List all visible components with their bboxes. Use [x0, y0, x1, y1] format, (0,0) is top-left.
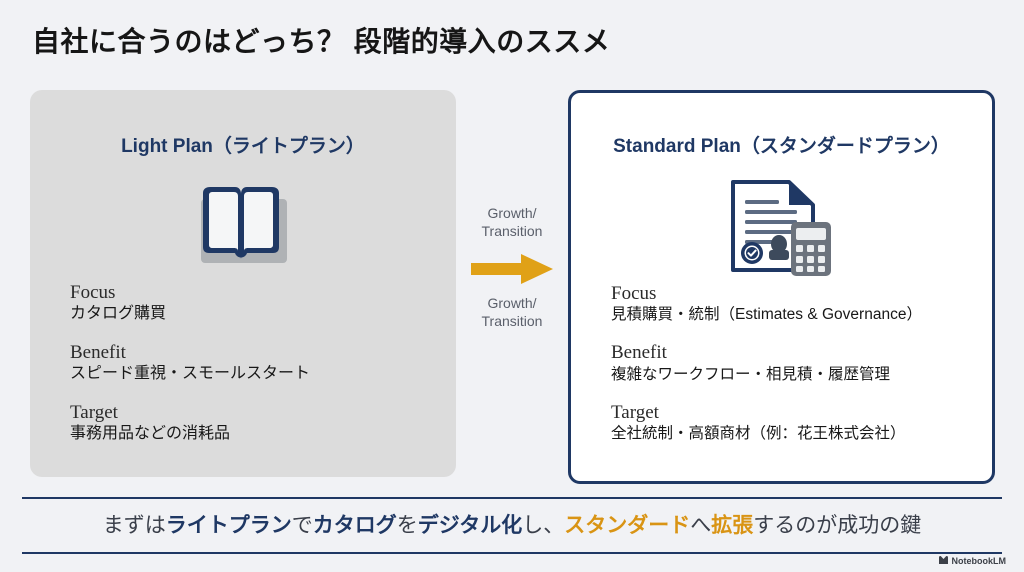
plan-card-standard-details: Focus 見積購買・統制（Estimates & Governance） Be… — [611, 283, 974, 444]
banner-segment-highlight: デジタル化 — [417, 514, 523, 537]
transition-label-bottom: Growth/ Transition — [481, 294, 543, 329]
watermark: NotebookLM — [938, 555, 1007, 567]
banner-divider-top — [22, 497, 1002, 499]
plan-card-light-details: Focus カタログ購買 Benefit スピード重視・スモールスタート Tar… — [70, 282, 438, 445]
detail-label: Focus — [611, 283, 657, 304]
plan-card-standard-title: Standard Plan（スタンダードプラン） — [613, 136, 950, 157]
document-calculator-icon — [571, 178, 992, 278]
detail-value: カタログ購買 — [70, 305, 167, 323]
detail-block: Target 全社統制・高額商材（例：花王株式会社） — [611, 402, 974, 444]
detail-block: Focus 見積購買・統制（Estimates & Governance） — [611, 283, 974, 325]
plan-card-standard[interactable]: Standard Plan（スタンダードプラン） — [568, 90, 995, 484]
banner-segment-highlight: ライトプラン — [165, 514, 292, 537]
plan-card-light[interactable]: Light Plan（ライトプラン） Focus カタログ購買 — [30, 90, 456, 477]
detail-block: Benefit 複雑なワークフロー・相見積・履歴管理 — [611, 342, 974, 384]
banner-segment: へ — [690, 514, 712, 537]
banner-segment: するのが成功の鍵 — [753, 514, 922, 537]
summary-banner: まずはライトプランでカタログをデジタル化し、スタンダードへ拡張するのが成功の鍵 — [0, 509, 1024, 539]
plan-card-light-title: Light Plan（ライトプラン） — [121, 136, 365, 157]
detail-label: Focus — [70, 282, 116, 303]
notebooklm-logo-icon — [938, 555, 949, 567]
detail-value: 事務用品などの消耗品 — [70, 425, 231, 443]
detail-label: Target — [70, 402, 118, 424]
banner-segment-highlight: スタンダード — [564, 514, 691, 537]
banner-segment: し、 — [522, 514, 565, 537]
detail-value: 全社統制・高額商材（例：花王株式会社） — [611, 425, 906, 443]
banner-segment-highlight: 拡張 — [711, 514, 754, 537]
detail-block: Focus カタログ購買 — [70, 282, 438, 325]
detail-block: Target 事務用品などの消耗品 — [70, 402, 438, 445]
banner-segment-highlight: カタログ — [312, 514, 397, 537]
page-title: 自社に合うのはどっち？ 段階的導入のススメ — [32, 26, 611, 57]
detail-value: 複雑なワークフロー・相見積・履歴管理 — [611, 365, 891, 383]
detail-value: スピード重視・スモールスタート — [70, 365, 311, 383]
detail-block: Benefit スピード重視・スモールスタート — [70, 342, 438, 385]
watermark-label: NotebookLM — [951, 556, 1007, 566]
arrow-right-icon — [456, 253, 568, 284]
banner-segment: で — [291, 514, 313, 537]
banner-segment: を — [396, 514, 418, 537]
detail-label: Benefit — [611, 342, 667, 364]
banner-segment: まずは — [102, 514, 166, 537]
transition-label-top: Growth/ Transition — [481, 205, 543, 239]
transition-column: Growth/ Transition Growth/ Transition — [456, 205, 568, 331]
detail-value: 見積購買・統制（Estimates & Governance） — [611, 306, 922, 324]
detail-label: Benefit — [70, 342, 126, 364]
banner-divider-bottom — [22, 552, 1002, 554]
open-book-icon — [30, 183, 456, 271]
detail-label: Target — [611, 401, 659, 423]
